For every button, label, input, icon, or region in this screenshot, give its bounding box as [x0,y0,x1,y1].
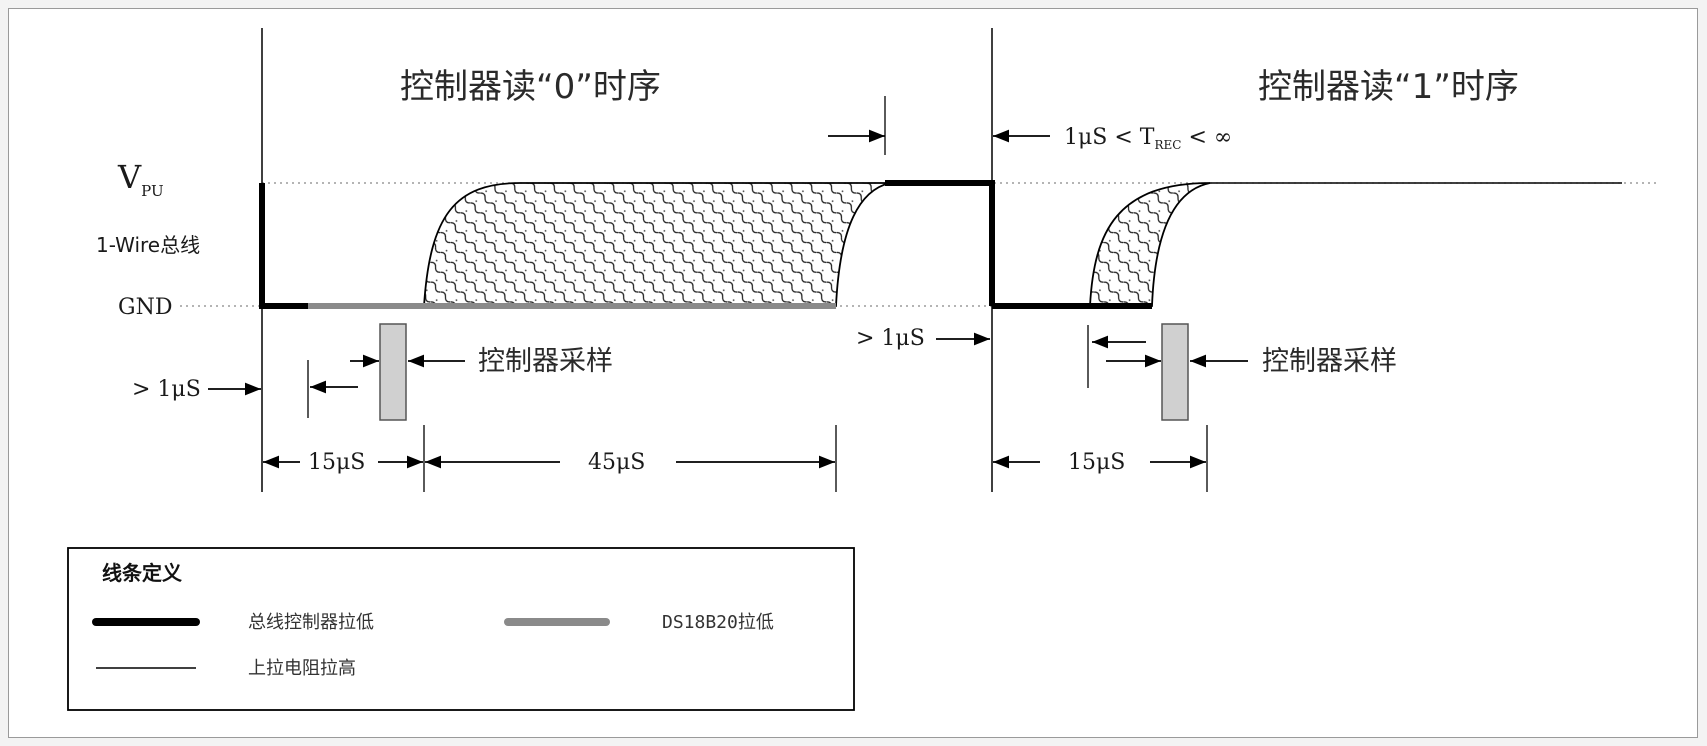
read1-title: 控制器读“1”时序 [1258,67,1519,107]
dim-15us-left-label: 15μS [308,450,365,475]
release-uncertainty-region-read1 [1089,182,1211,307]
legend-ds18b20-low-label: DS18B20拉低 [662,612,774,633]
release-uncertainty-region-read0 [423,182,891,307]
read0-title: 控制器读“0”时序 [400,67,661,107]
master-high-then-low-segment [885,180,995,306]
gt1us-label-left: > 1μS [132,377,201,402]
trec-label: 1μS < TREC < ∞ [1064,125,1232,152]
legend-title: 线条定义 [102,561,182,585]
dim-45us-label: 45μS [588,450,645,475]
legend-box [67,547,855,711]
vpu-label: VPU [117,158,164,200]
legend-master-low-label: 总线控制器拉低 [248,612,374,633]
gnd-label: GND [118,295,172,320]
legend-pullup-high-label: 上拉电阻拉高 [248,658,356,679]
master-low-segment-read0 [259,183,308,309]
sample-box-read0 [379,323,407,421]
dim-15us-right-label: 15μS [1068,450,1125,475]
sample-label-right: 控制器采样 [1262,346,1397,377]
gt1us-label-mid: > 1μS [856,326,925,351]
sample-box-read1 [1161,323,1189,421]
bus-label: 1-Wire总线 [96,233,200,257]
sample-label-left: 控制器采样 [478,346,613,377]
legend: 线条定义 总线控制器拉低 DS18B20拉低 上拉电阻拉高 [67,547,855,711]
